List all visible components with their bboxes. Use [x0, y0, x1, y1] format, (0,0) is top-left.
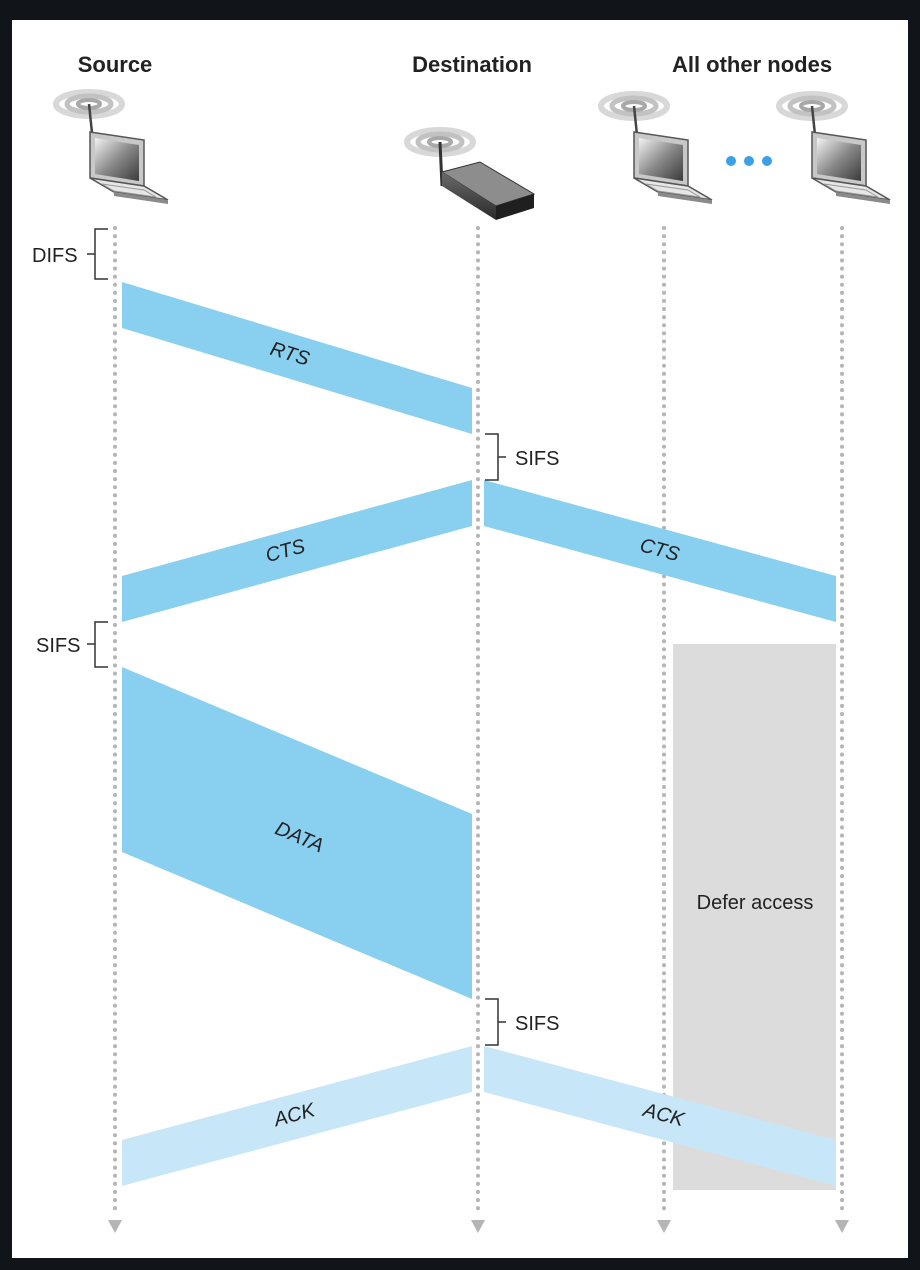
sifs-bracket-1 [485, 433, 506, 481]
other-nodes-header: All other nodes [672, 52, 832, 77]
sifs-bracket-2 [87, 621, 108, 668]
sifs-label-1: SIFS [515, 448, 559, 470]
lifelines [108, 226, 849, 1233]
sifs-label-3: SIFS [515, 1013, 559, 1035]
data-frame [122, 667, 472, 999]
ellipsis-icon [726, 156, 772, 166]
cts-frame-to-others [484, 480, 836, 622]
lifeline-arrow-other-1 [657, 1220, 671, 1233]
other-node-laptop-2-icon [779, 94, 891, 205]
sifs-bracket-3 [485, 998, 506, 1046]
defer-access-label: Defer access [697, 892, 814, 914]
lifeline-arrow-other-2 [835, 1220, 849, 1233]
difs-bracket [87, 228, 108, 280]
defer-access-region [673, 644, 836, 1190]
wireless-router-icon [407, 130, 536, 220]
sifs-label-2: SIFS [36, 635, 80, 657]
source-laptop-icon [56, 92, 169, 205]
cts-frame-to-source [122, 480, 472, 622]
lifeline-arrow-source [108, 1220, 122, 1233]
ack-frame-to-source [122, 1046, 472, 1186]
destination-header: Destination [412, 52, 532, 77]
other-node-laptop-1-icon [601, 94, 713, 205]
difs-label: DIFS [32, 245, 78, 267]
rts-frame [122, 282, 472, 434]
source-header: Source [78, 52, 153, 77]
ack-frame-to-others [484, 1046, 836, 1186]
lifeline-arrow-destination [471, 1220, 485, 1233]
